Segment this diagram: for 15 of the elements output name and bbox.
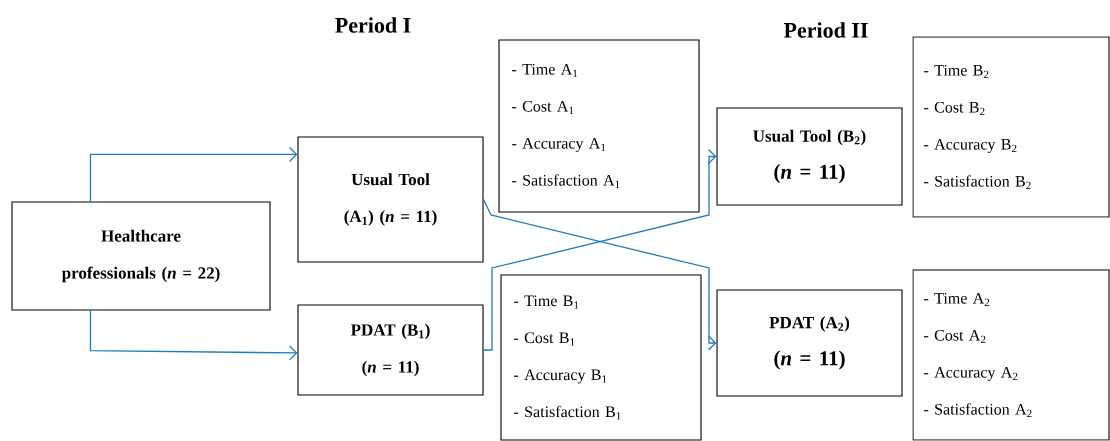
outcome-box: - Time A$_{1}$ - Cost A$_{1}$ - Accuracy A$_{1}$ - Satisfaction A$_{1}$: [498, 39, 700, 213]
tool-box: PDAT (B$_{1}$) (n = 11): [297, 304, 484, 396]
arrow: [89, 309, 298, 361]
outcome-box: - Time A$_{2}$ - Cost A$_{2}$ - Accuracy A$_{2}$ - Satisfaction A$_{2}$: [912, 269, 1110, 441]
period-heading: Period II: [783, 22, 868, 38]
outcome-box: - Time B$_{1}$ - Cost B$_{1}$ - Accuracy B$_{1}$ - Satisfaction B$_{1}$: [500, 274, 702, 441]
tool-box: PDAT (A$_{2}$) (n = 11): [716, 289, 903, 397]
outcome-box: - Time B$_{2}$ - Cost B$_{2}$ - Accuracy B$_{2}$ - Satisfaction B$_{2}$: [912, 36, 1110, 218]
arrow: [89, 146, 298, 203]
group-box: Healthcare professionals (n = 22): [11, 201, 271, 311]
tool-box: Usual Tool (A$_{1}$) (n = 11): [297, 136, 484, 263]
period-heading: Period I: [335, 17, 411, 33]
tool-box: Usual Tool (B$_{2}$) (n = 11): [716, 107, 903, 206]
arrow: [482, 198, 717, 351]
arrow: [482, 148, 717, 351]
